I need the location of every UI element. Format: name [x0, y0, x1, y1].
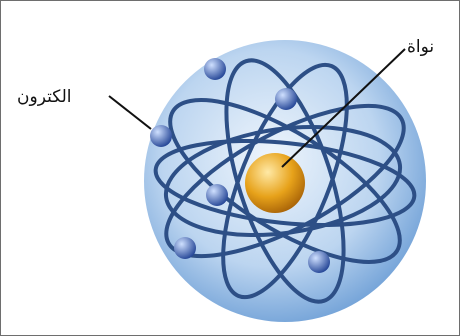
electron-label: الكترون: [17, 89, 72, 106]
electron: [204, 58, 226, 80]
electron: [308, 251, 330, 273]
nucleus: [245, 153, 305, 213]
electron: [174, 237, 196, 259]
electron: [206, 184, 228, 206]
electron-pointer-line: [109, 96, 151, 129]
electron: [275, 88, 297, 110]
nucleus-label: نواة: [407, 39, 434, 56]
electron: [150, 125, 172, 147]
